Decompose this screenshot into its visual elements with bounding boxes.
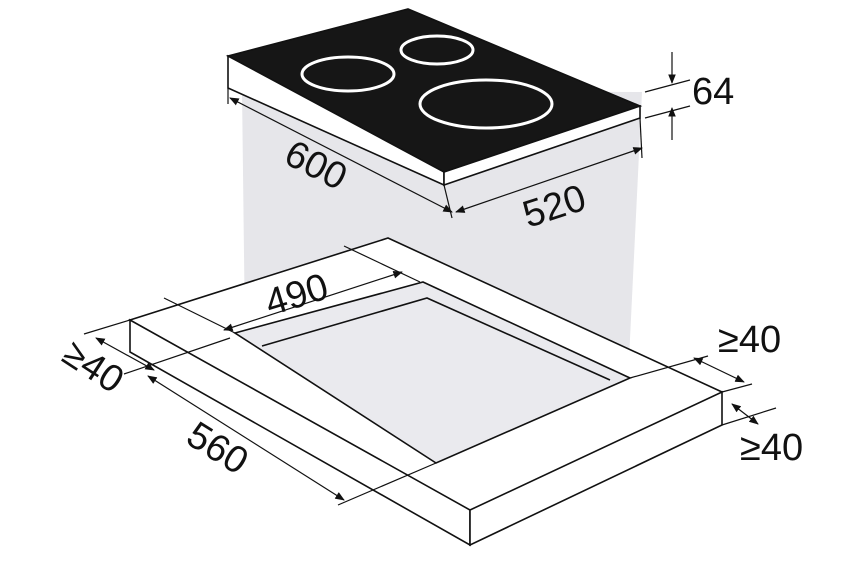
- extline-clearance-left: [83, 319, 131, 335]
- label-clearance-right-top: ≥40: [718, 319, 781, 361]
- burner-medium-left: [300, 55, 396, 93]
- label-clearance-right-bottom: ≥40: [740, 427, 803, 469]
- dimline-clearance-right-top: [693, 357, 745, 383]
- dimline-cutout-depth: [223, 271, 403, 331]
- dimline-clearance-left: [95, 337, 155, 371]
- extline-height-bottom: [644, 105, 691, 119]
- label-hob-height: 64: [692, 71, 734, 113]
- label-clearance-left: ≥40: [55, 332, 131, 402]
- extline-cutout-depth-a: [163, 297, 236, 334]
- burner-small-rear: [399, 34, 475, 66]
- extline-clearance-right-b: [721, 383, 753, 393]
- label-cutout-width: 560: [179, 414, 255, 483]
- extline-cutout-width-b: [337, 462, 437, 506]
- extline-hob-width-b: [443, 184, 453, 219]
- dimline-hob-depth: [455, 147, 643, 213]
- dimension-lines: [83, 52, 777, 506]
- extline-cutout-depth-b: [343, 245, 421, 283]
- dimline-cutout-width: [147, 375, 345, 501]
- dimline-clearance-right-bottom: [731, 403, 759, 425]
- extline-height-top: [644, 79, 691, 93]
- extline-hob-depth: [639, 117, 643, 159]
- dimline-hob-width: [229, 97, 453, 213]
